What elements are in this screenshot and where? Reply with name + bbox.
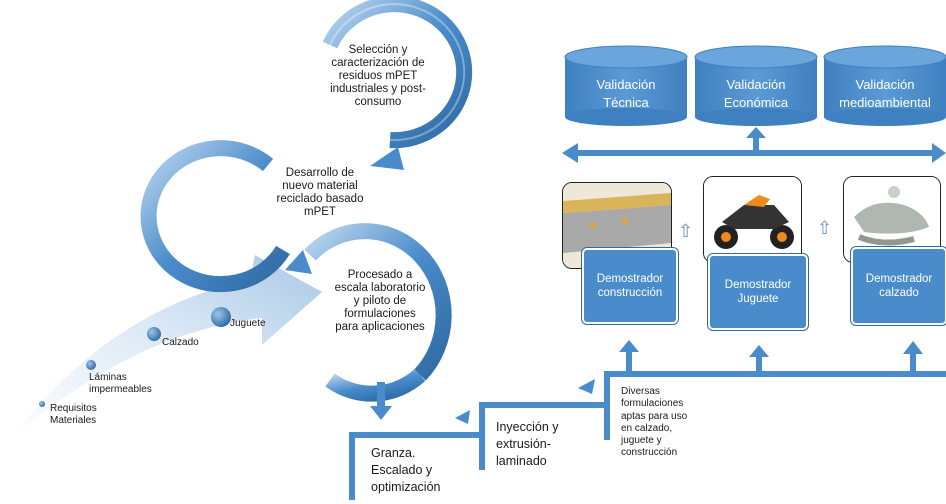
demo-up-arrows	[619, 340, 923, 375]
stair-step-inyeccion: Inyección y extrusión- laminado	[496, 420, 559, 468]
cylinder-economica	[694, 45, 818, 126]
cycle-ring-2	[140, 140, 312, 293]
cycle-ring-3	[304, 223, 452, 402]
validation-tecnica-label: Validación Técnica	[596, 77, 656, 110]
timeline-dot-requisitos	[39, 401, 45, 407]
stair-step-formulaciones: Diversas formulaciones aptas para uso en…	[621, 386, 688, 459]
validation-medioambiental-label: Validación medioambiental	[839, 77, 931, 110]
cylinder-tecnica	[564, 45, 688, 126]
photo-juguete	[703, 176, 802, 263]
toy-quad-icon	[704, 177, 801, 262]
cylinder-medioambiental	[823, 45, 946, 126]
cycle-step-1: Selección y caracterización de residuos …	[330, 44, 426, 108]
down-arrow	[370, 382, 392, 420]
horizontal-double-arrow	[562, 127, 946, 163]
timeline-label-calzado: Calzado	[162, 337, 199, 348]
timeline-label-requisitos: Requisitos Materiales	[50, 403, 97, 426]
timeline-dot-laminas	[86, 360, 96, 370]
stair-small-arrows	[455, 379, 595, 424]
stair-step-granza: Granza. Escalado y optimización	[371, 446, 441, 494]
cycle-step-2: Desarrollo de nuevo material reciclado b…	[276, 167, 364, 218]
demo-link-arrow-1: ⇧	[678, 221, 694, 241]
timeline-label-juguete: Juguete	[230, 318, 266, 329]
timeline-arrow	[10, 255, 322, 440]
demonstrator-construccion: Demostrador construcción	[582, 248, 678, 324]
cycle-ring-1	[322, 0, 473, 170]
cycle-step-3: Procesado a escala laboratorio y piloto …	[334, 269, 426, 333]
demonstrator-calzado: Demostrador calzado	[851, 247, 946, 325]
demonstrator-juguete: Demostrador Juguete	[708, 254, 808, 330]
timeline-dot-calzado	[147, 327, 161, 341]
validation-economica-label: Validación Económica	[723, 77, 789, 110]
staircase	[349, 371, 946, 500]
timeline-dot-juguete	[211, 307, 231, 327]
timeline-label-laminas: Láminas impermeables	[89, 372, 152, 395]
demo-link-arrow-2: ⇧	[817, 218, 833, 238]
